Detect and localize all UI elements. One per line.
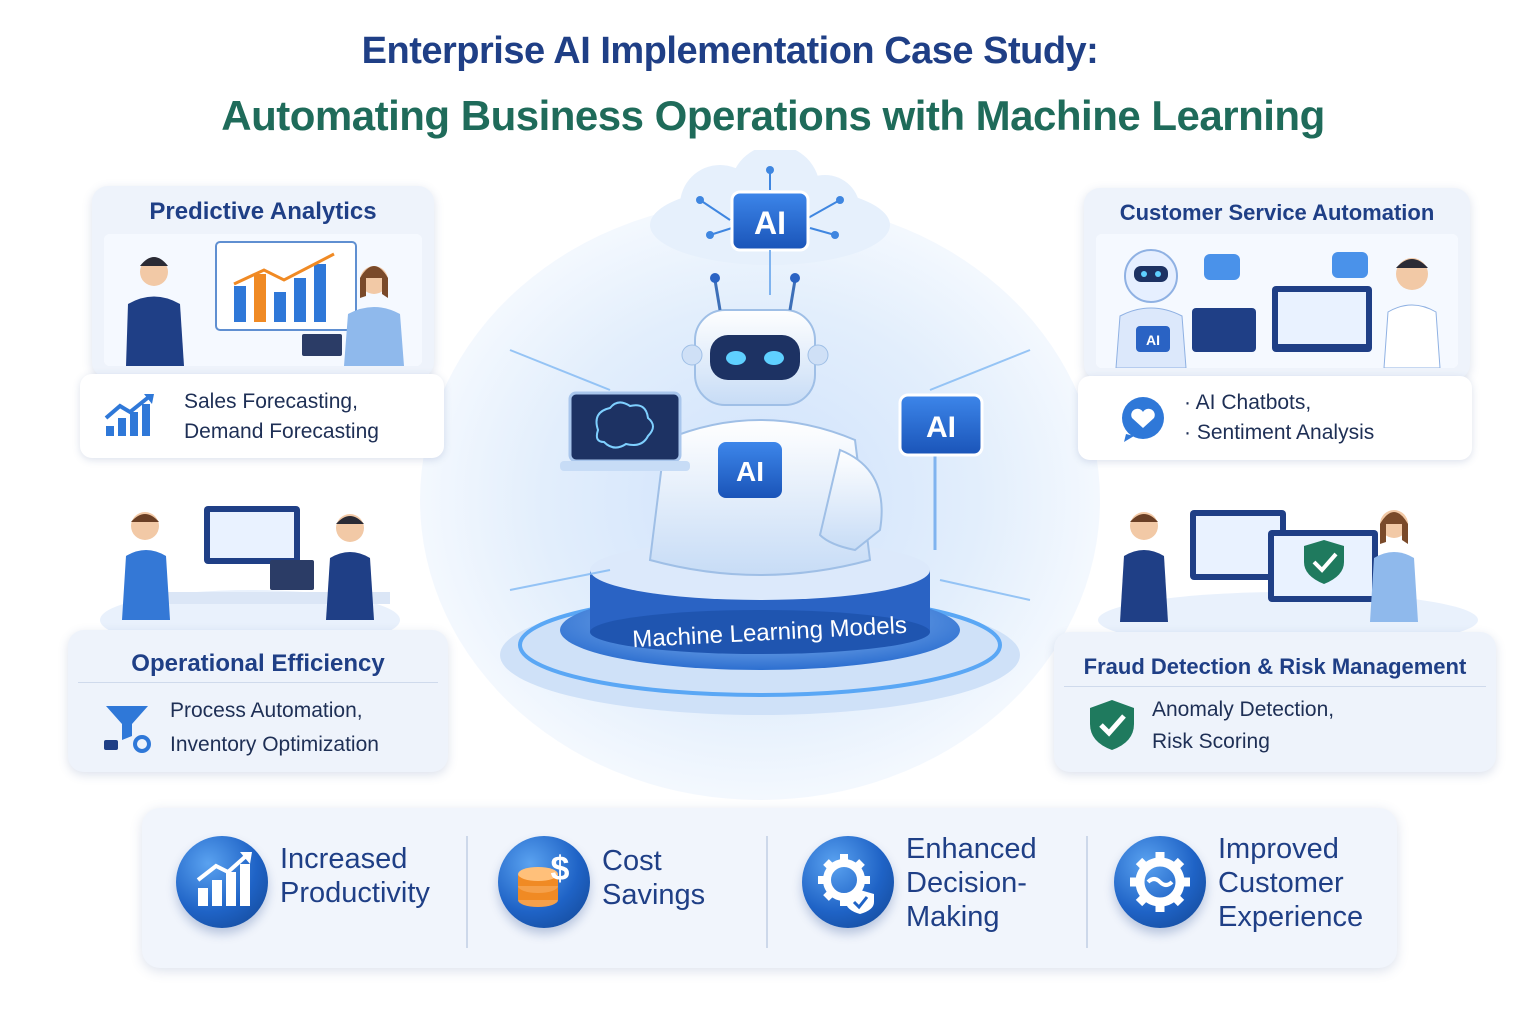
fraud-detection-title: Fraud Detection & Risk Management [1083, 654, 1467, 679]
brain-laptop-icon [560, 391, 690, 471]
benefit-decision-making: Enhanced Decision- Making [802, 808, 1072, 968]
svg-text:$: $ [551, 850, 570, 888]
office-workers-illustration [100, 506, 400, 634]
shield-check-icon [1090, 700, 1134, 750]
ai-robot-hub: AI AI AI Machine Learning Models [500, 150, 1031, 715]
operational-efficiency-title: Operational Efficiency [131, 650, 385, 677]
customer-line1: · AI Chatbots, [1184, 391, 1312, 414]
page-subtitle: Automating Business Operations with Mach… [221, 92, 1325, 139]
customer-line2: · Sentiment Analysis [1184, 421, 1375, 444]
benefit-divider [766, 836, 768, 948]
predictive-analytics-title: Predictive Analytics [149, 198, 377, 225]
benefit-cost-line1: Cost [602, 845, 662, 877]
coins-dollar-icon: $ [498, 836, 590, 928]
funnel-gear-icon [104, 706, 151, 753]
customer-service-details: · AI Chatbots, · Sentiment Analysis [1078, 376, 1472, 460]
benefit-divider [466, 836, 468, 948]
benefit-experience-line2: Customer [1218, 867, 1344, 899]
gear-handshake-icon [1114, 836, 1206, 928]
benefit-decision-line2: Decision- [906, 867, 1027, 899]
heart-chat-icon [1122, 397, 1164, 442]
benefit-decision-line3: Making [906, 901, 1000, 933]
benefit-divider [1086, 836, 1088, 948]
benefit-experience-line1: Improved [1218, 833, 1339, 865]
gear-check-icon [802, 836, 894, 928]
benefit-productivity-line1: Increased [280, 843, 408, 875]
benefit-customer-experience: Improved Customer Experience [1114, 808, 1390, 968]
side-badge-text: AI [926, 411, 956, 444]
operational-line1: Process Automation, [170, 699, 363, 722]
benefit-experience-line3: Experience [1218, 901, 1364, 933]
chatbot-support-illustration: AI [1096, 234, 1458, 368]
predictive-line1: Sales Forecasting, [184, 390, 358, 413]
growth-chart-icon [104, 394, 154, 436]
benefit-cost-line2: Savings [602, 879, 706, 911]
benefit-productivity-line2: Productivity [280, 877, 430, 909]
predictive-line2: Demand Forecasting [184, 420, 379, 443]
customer-service-title: Customer Service Automation [1119, 200, 1435, 225]
benefits-bar: Increased Productivity $ Cost Savings [142, 808, 1397, 968]
cloud-badge-text: AI [754, 205, 786, 241]
benefit-productivity: Increased Productivity [176, 808, 466, 968]
growth-chart-icon [176, 836, 268, 928]
benefit-decision-line1: Enhanced [906, 833, 1037, 865]
security-analysts-illustration [1098, 510, 1478, 634]
chest-badge-text: AI [736, 456, 764, 487]
page-title: Enterprise AI Implementation Case Study: [361, 30, 1099, 72]
chest-ai-badge [718, 442, 782, 498]
customer-service-panel: Customer Service Automation AI [1084, 188, 1470, 380]
operational-efficiency-panel: Operational Efficiency Process Automatio… [68, 630, 448, 772]
fraud-line1: Anomaly Detection, [1152, 698, 1335, 721]
predictive-analytics-panel: Predictive Analytics [92, 186, 434, 378]
side-ai-badge [898, 393, 984, 457]
operational-line2: Inventory Optimization [170, 733, 379, 756]
benefit-cost-savings: $ Cost Savings [498, 808, 768, 968]
fraud-line2: Risk Scoring [1152, 730, 1270, 753]
predictive-analytics-details: Sales Forecasting, Demand Forecasting [80, 374, 444, 458]
robot-ai-badge: AI [1146, 332, 1160, 348]
analytics-meeting-illustration [104, 234, 422, 366]
fraud-detection-panel: Fraud Detection & Risk Management Anomal… [1054, 632, 1496, 772]
